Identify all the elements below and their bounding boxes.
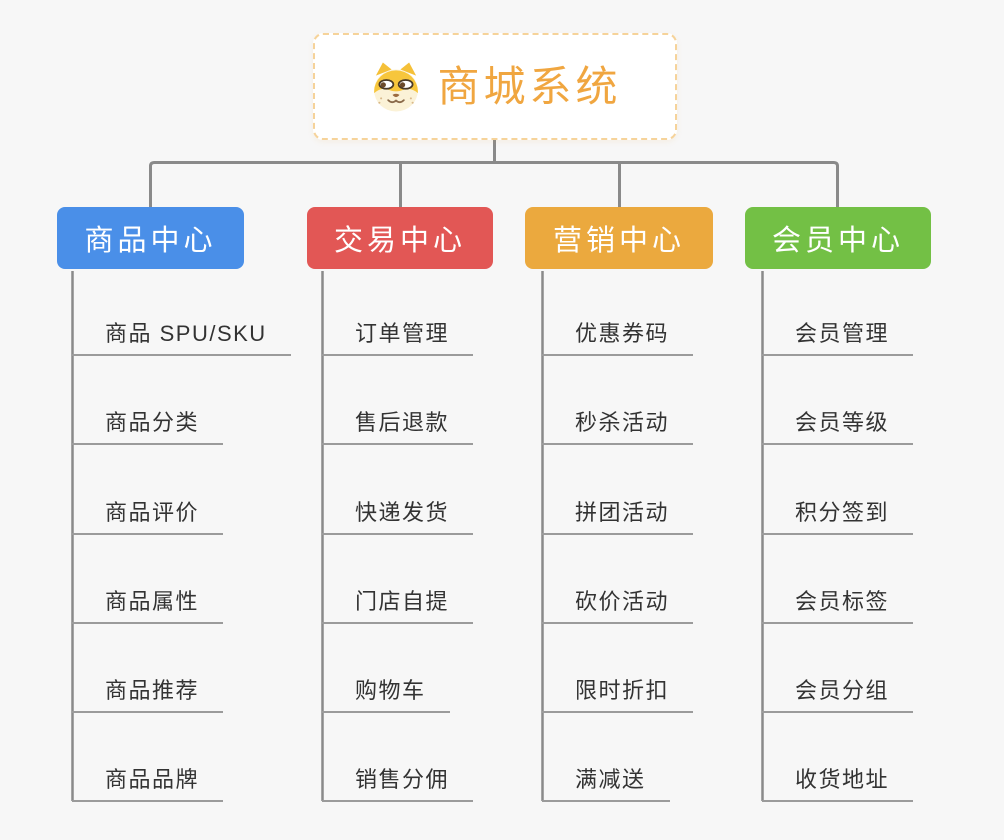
topic-item[interactable]: 购物车: [322, 673, 450, 713]
topic-item[interactable]: 砍价活动: [542, 584, 694, 624]
topic-item[interactable]: 商品推荐: [72, 673, 224, 713]
topic-item[interactable]: 秒杀活动: [542, 405, 694, 445]
topic-item[interactable]: 销售分佣: [322, 762, 474, 802]
topic-item[interactable]: 会员等级: [762, 405, 914, 445]
root-node[interactable]: 商城系统: [313, 33, 677, 140]
topic-item[interactable]: 商品 SPU/SKU: [72, 316, 291, 356]
branch-bus-line: [149, 161, 839, 208]
topic-item[interactable]: 收货地址: [762, 762, 914, 802]
marketing-center-node[interactable]: 营销中心: [525, 207, 713, 269]
topic-item[interactable]: 快递发货: [322, 495, 474, 535]
topic-item[interactable]: 会员标签: [762, 584, 914, 624]
topic-item[interactable]: 满减送: [542, 762, 670, 802]
topic-item[interactable]: 门店自提: [322, 584, 474, 624]
topic-item[interactable]: 商品分类: [72, 405, 224, 445]
trade-center-node[interactable]: 交易中心: [307, 207, 493, 269]
branch-label: 营销中心: [552, 225, 685, 257]
topic-item[interactable]: 商品品牌: [72, 762, 224, 802]
branch-label: 会员中心: [771, 225, 904, 257]
topic-item[interactable]: 积分签到: [762, 495, 914, 535]
topic-item[interactable]: 优惠券码: [542, 316, 694, 356]
member-center-node[interactable]: 会员中心: [745, 207, 931, 269]
product-center-node[interactable]: 商品中心: [57, 207, 244, 269]
branch-label: 交易中心: [333, 225, 466, 257]
topic-item[interactable]: 售后退款: [322, 405, 474, 445]
dog-face-icon: [368, 60, 424, 114]
branch-label: 商品中心: [84, 225, 217, 257]
topic-item[interactable]: 拼团活动: [542, 495, 694, 535]
topic-item[interactable]: 订单管理: [322, 316, 474, 356]
root-title: 商城系统: [437, 62, 622, 110]
topic-item[interactable]: 会员分组: [762, 673, 914, 713]
topic-item[interactable]: 商品属性: [72, 584, 224, 624]
topic-item[interactable]: 会员管理: [762, 316, 914, 356]
topic-item[interactable]: 限时折扣: [542, 673, 694, 713]
topic-item[interactable]: 商品评价: [72, 495, 224, 535]
